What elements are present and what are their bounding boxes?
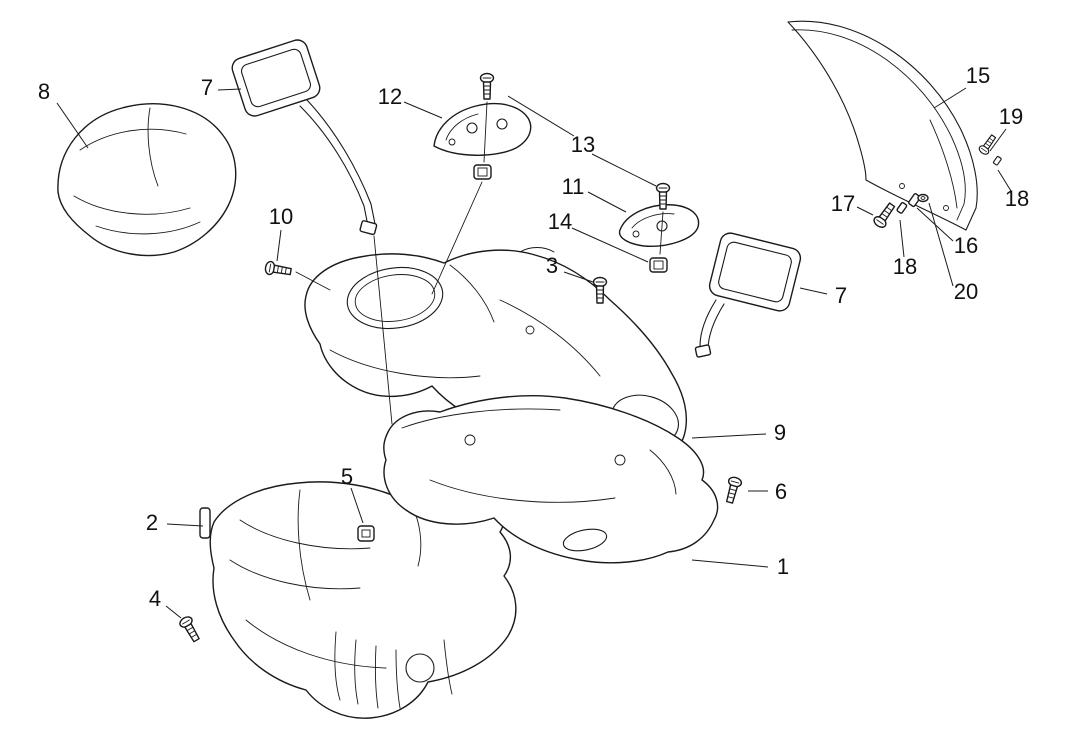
part-label-19: 19 xyxy=(999,104,1023,129)
part-11-bracket-plate xyxy=(618,204,700,247)
leader-8 xyxy=(56,102,89,149)
part-14-clip-upper xyxy=(473,164,492,180)
part-1-slot xyxy=(562,528,608,552)
leader-17 xyxy=(856,206,874,216)
part-13-screw-lower xyxy=(655,182,671,210)
mirror-mount-foot xyxy=(359,220,378,236)
part-6-screw xyxy=(725,476,743,504)
part-label-5: 5 xyxy=(341,464,353,489)
part-16-bushing xyxy=(908,193,921,208)
mirror-glass xyxy=(718,241,792,303)
part-label-7-left: 7 xyxy=(201,75,213,100)
part-19-screw xyxy=(978,134,997,155)
mirror-housing xyxy=(231,39,321,117)
part-14-clip-lower xyxy=(649,257,668,273)
part-label-15: 15 xyxy=(966,63,990,88)
part-7-mirror-right xyxy=(694,232,802,358)
part-5-clip xyxy=(357,525,375,542)
part-label-2: 2 xyxy=(146,510,158,535)
part-15-windshield xyxy=(787,20,978,231)
leader-20 xyxy=(928,202,954,287)
part-3-screw xyxy=(592,276,608,304)
leader-19 xyxy=(989,128,1007,152)
mirror-mount-foot xyxy=(694,344,712,358)
part-label-4: 4 xyxy=(149,586,161,611)
part-10-screw xyxy=(264,260,292,276)
leader-13b xyxy=(591,153,657,187)
part-8-front-top-cover xyxy=(57,103,237,257)
leader-15 xyxy=(933,87,967,109)
part-label-13: 13 xyxy=(571,132,595,157)
bracket-hole xyxy=(496,118,508,130)
leader-7-left xyxy=(217,88,242,91)
leader-lines xyxy=(56,87,1012,619)
leader-18-left xyxy=(899,219,905,258)
leader-1 xyxy=(691,559,769,568)
part-label-8: 8 xyxy=(38,79,50,104)
part-label-14: 14 xyxy=(548,209,572,234)
part-7-mirror-left xyxy=(231,39,378,236)
part-18-spacer-left xyxy=(896,201,908,214)
part-1-front-handlebar-cover xyxy=(383,394,719,564)
part-label-11: 11 xyxy=(562,174,585,199)
part-17-screw xyxy=(873,202,896,228)
mirror-stem xyxy=(699,299,717,347)
part-label-6: 6 xyxy=(775,479,787,504)
leader-5 xyxy=(350,487,364,524)
part-4-screw xyxy=(179,616,200,643)
part-label-17: 17 xyxy=(831,191,855,216)
assembly-lines xyxy=(295,101,664,425)
part-2-lower-front-cover xyxy=(199,481,517,719)
part-9-instrument-opening xyxy=(346,267,444,329)
bracket-hole xyxy=(466,122,478,134)
mirror-housing xyxy=(708,232,802,312)
part-label-1: 1 xyxy=(777,554,789,579)
leader-9 xyxy=(691,433,767,439)
mirror-glass xyxy=(240,48,312,108)
part-12-upper-bracket xyxy=(433,102,532,156)
part-13-screw-upper xyxy=(479,72,495,100)
part-label-18-right: 18 xyxy=(1005,186,1029,211)
part-2-round-opening xyxy=(405,653,435,683)
part-label-12: 12 xyxy=(378,84,402,109)
leader-4 xyxy=(165,605,182,619)
leader-12 xyxy=(403,101,443,119)
part-label-10: 10 xyxy=(269,204,293,229)
part-2-vent-grille xyxy=(334,631,453,709)
part-label-3: 3 xyxy=(546,253,558,278)
leader-3 xyxy=(563,271,594,283)
leader-10 xyxy=(276,229,282,262)
part-label-7-right: 7 xyxy=(835,283,847,308)
leader-7-right xyxy=(799,287,828,295)
part-labels: 8 7 12 13 11 10 14 15 19 18 17 16 18 20 … xyxy=(38,63,1029,611)
leader-18-right xyxy=(997,169,1012,192)
leader-13a xyxy=(507,95,575,137)
windshield-screw-hole xyxy=(943,205,949,211)
part-label-16: 16 xyxy=(954,233,978,258)
part-label-9: 9 xyxy=(774,420,786,445)
leader-2 xyxy=(166,523,204,527)
leader-14 xyxy=(571,227,649,263)
part-label-20: 20 xyxy=(954,279,978,304)
part-18-spacer-right xyxy=(992,155,1002,166)
windshield-screw-hole xyxy=(899,183,905,189)
mirror-stem xyxy=(299,105,369,227)
part-label-18-left: 18 xyxy=(893,254,917,279)
leader-11 xyxy=(587,191,627,213)
part-2-side-tab xyxy=(199,507,211,539)
part-20-washer xyxy=(917,193,929,203)
